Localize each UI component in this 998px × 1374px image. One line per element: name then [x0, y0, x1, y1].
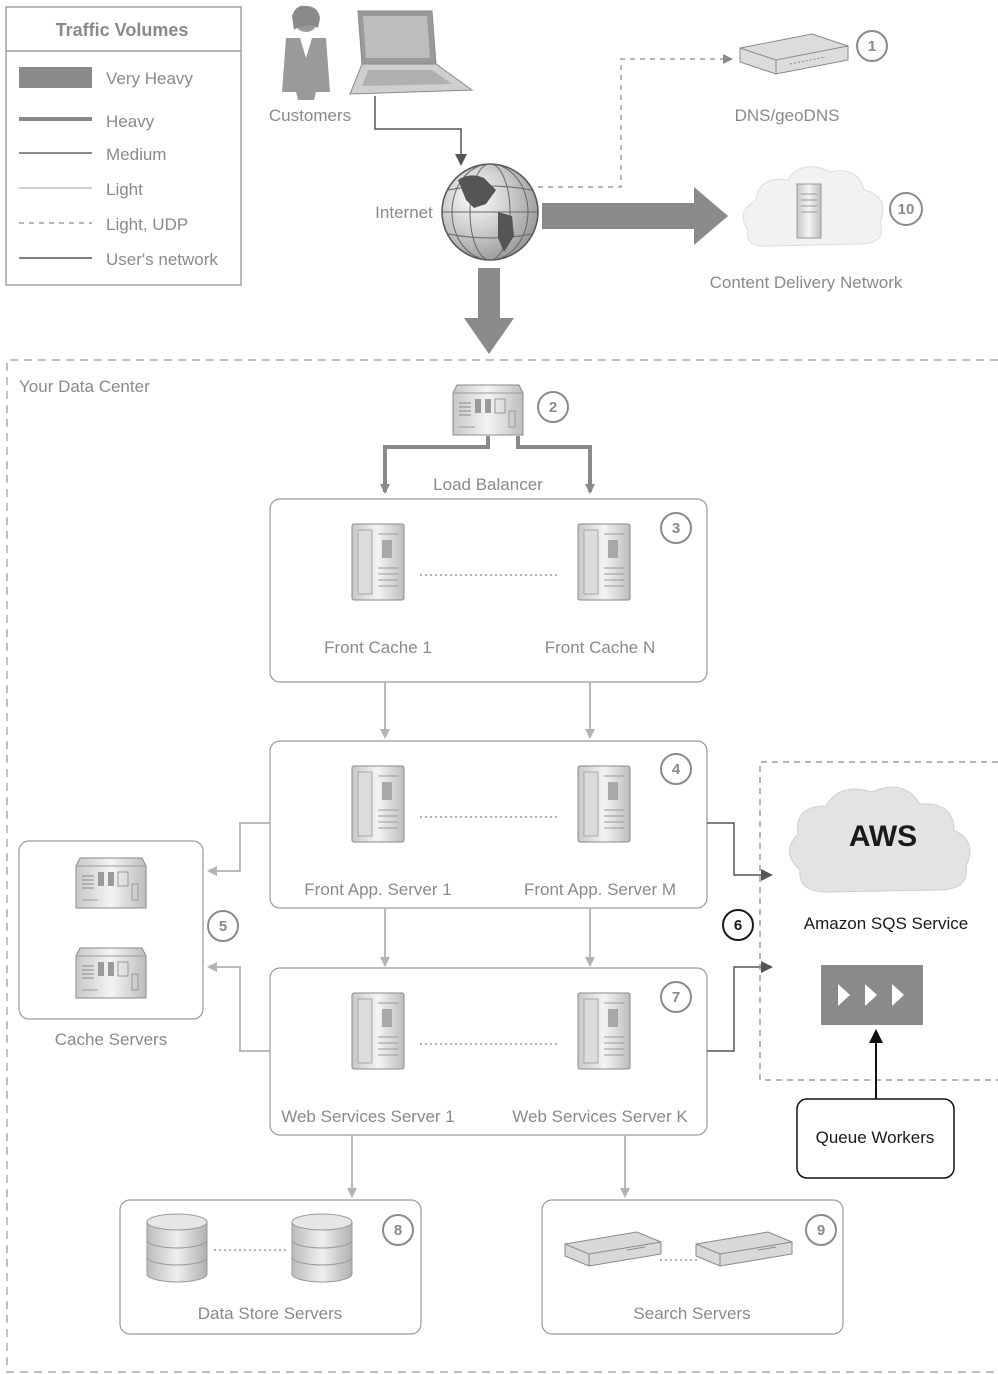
legend-label-heavy: Heavy [106, 112, 155, 131]
svg-text:4: 4 [672, 761, 681, 778]
badge-7: 7 [660, 981, 692, 1013]
front-app-1-server-icon [351, 765, 405, 843]
customers-label: Customers [269, 106, 351, 125]
cdn-cloud-icon [742, 166, 884, 247]
web-services-k-label: Web Services Server K [512, 1107, 688, 1126]
badge-4: 4 [660, 753, 692, 785]
dns-label: DNS/geoDNS [735, 106, 840, 125]
web-services-1-server-icon [351, 992, 405, 1070]
legend-label-very-heavy: Very Heavy [106, 69, 193, 88]
datacenter-title: Your Data Center [19, 377, 150, 396]
svg-text:3: 3 [672, 520, 680, 537]
internet-to-dns-link [538, 54, 733, 188]
front-cache-n-label: Front Cache N [545, 638, 656, 657]
cache-server-1-icon [75, 857, 147, 909]
queue-workers-box [796, 1098, 955, 1179]
dns-router-icon [739, 33, 849, 75]
aws-logo-text: AWS [849, 820, 917, 853]
customer-person-icon [282, 5, 330, 100]
aws-boundary [759, 761, 998, 1081]
data-store-2-icon [291, 1213, 353, 1283]
front-cache-1-server-icon [351, 523, 405, 601]
lb-to-front-cache-n-link [516, 436, 595, 494]
cdn-label: Content Delivery Network [710, 273, 903, 292]
badge-10: 10 [889, 192, 923, 226]
internet-to-cdn-link [542, 187, 728, 245]
ws-to-sqs-link [707, 961, 773, 1052]
badge-9: 9 [805, 1214, 837, 1246]
app-to-sqs-link [707, 822, 773, 881]
lb-to-front-cache-1-link [380, 436, 490, 494]
badge-2: 2 [537, 391, 569, 423]
front-cache-1-label: Front Cache 1 [324, 638, 432, 657]
internet-to-datacenter-link [464, 268, 514, 354]
app-to-cache-servers-link [207, 822, 270, 876]
legend-label-medium: Medium [106, 145, 166, 164]
globe-icon [441, 163, 539, 261]
load-balancer-label: Load Balancer [433, 475, 543, 494]
aws-cloud-icon [789, 786, 971, 893]
queue-icon [821, 965, 923, 1025]
web-services-k-server-icon [577, 992, 631, 1070]
badge-1: 1 [856, 30, 888, 62]
svg-text:10: 10 [898, 201, 915, 218]
data-store-1-icon [146, 1213, 208, 1283]
legend-label-users-network: User's network [106, 250, 218, 269]
svg-text:1: 1 [868, 38, 876, 55]
load-balancer-icon [452, 384, 524, 436]
web-services-1-label: Web Services Server 1 [281, 1107, 455, 1126]
legend-label-light-udp: Light, UDP [106, 215, 188, 234]
svg-text:5: 5 [219, 918, 227, 935]
legend-swatch-very-heavy [19, 67, 92, 88]
search-label: Search Servers [633, 1304, 750, 1323]
svg-text:2: 2 [549, 399, 557, 416]
cache-servers-group [18, 840, 204, 1020]
badge-8: 8 [382, 1214, 414, 1246]
customer-to-internet-link [374, 96, 467, 166]
badge-3: 3 [660, 512, 692, 544]
svg-text:9: 9 [817, 1222, 825, 1239]
cache-server-2-icon [75, 947, 147, 999]
badge-6: 6 [722, 909, 754, 941]
sqs-label: Amazon SQS Service [804, 914, 968, 933]
front-app-m-label: Front App. Server M [524, 880, 676, 899]
cache-servers-label: Cache Servers [55, 1030, 167, 1049]
laptop-icon [349, 10, 474, 95]
data-store-label: Data Store Servers [198, 1304, 343, 1323]
svg-text:6: 6 [734, 917, 742, 934]
svg-text:7: 7 [672, 989, 680, 1006]
legend-label-light: Light [106, 180, 143, 199]
front-app-m-server-icon [577, 765, 631, 843]
ws-to-cache-servers-link [207, 962, 270, 1052]
svg-text:8: 8 [394, 1222, 402, 1239]
legend-title: Traffic Volumes [56, 20, 189, 40]
legend: Traffic Volumes Very Heavy Heavy Medium … [5, 6, 242, 286]
internet-label: Internet [375, 203, 433, 222]
queue-workers-label: Queue Workers [816, 1128, 935, 1147]
datacenter-boundary [6, 359, 998, 1373]
front-cache-n-server-icon [577, 523, 631, 601]
front-app-1-label: Front App. Server 1 [304, 880, 451, 899]
badge-5: 5 [207, 910, 239, 942]
